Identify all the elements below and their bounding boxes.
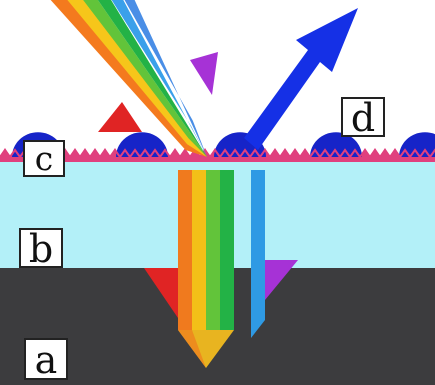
- label-b: b: [19, 228, 63, 268]
- transmitted-stripe: [178, 170, 192, 330]
- red-accent: [98, 102, 142, 132]
- label-d: d: [341, 97, 385, 137]
- transmitted-stripe: [220, 170, 234, 330]
- incident-light-beam: [50, 0, 218, 157]
- label-a: a: [24, 338, 68, 380]
- transmitted-stripe: [192, 170, 206, 330]
- label-c: c: [23, 140, 65, 177]
- violet-accent: [190, 52, 218, 95]
- transmitted-stripe: [206, 170, 220, 330]
- blue-beam: [251, 170, 265, 320]
